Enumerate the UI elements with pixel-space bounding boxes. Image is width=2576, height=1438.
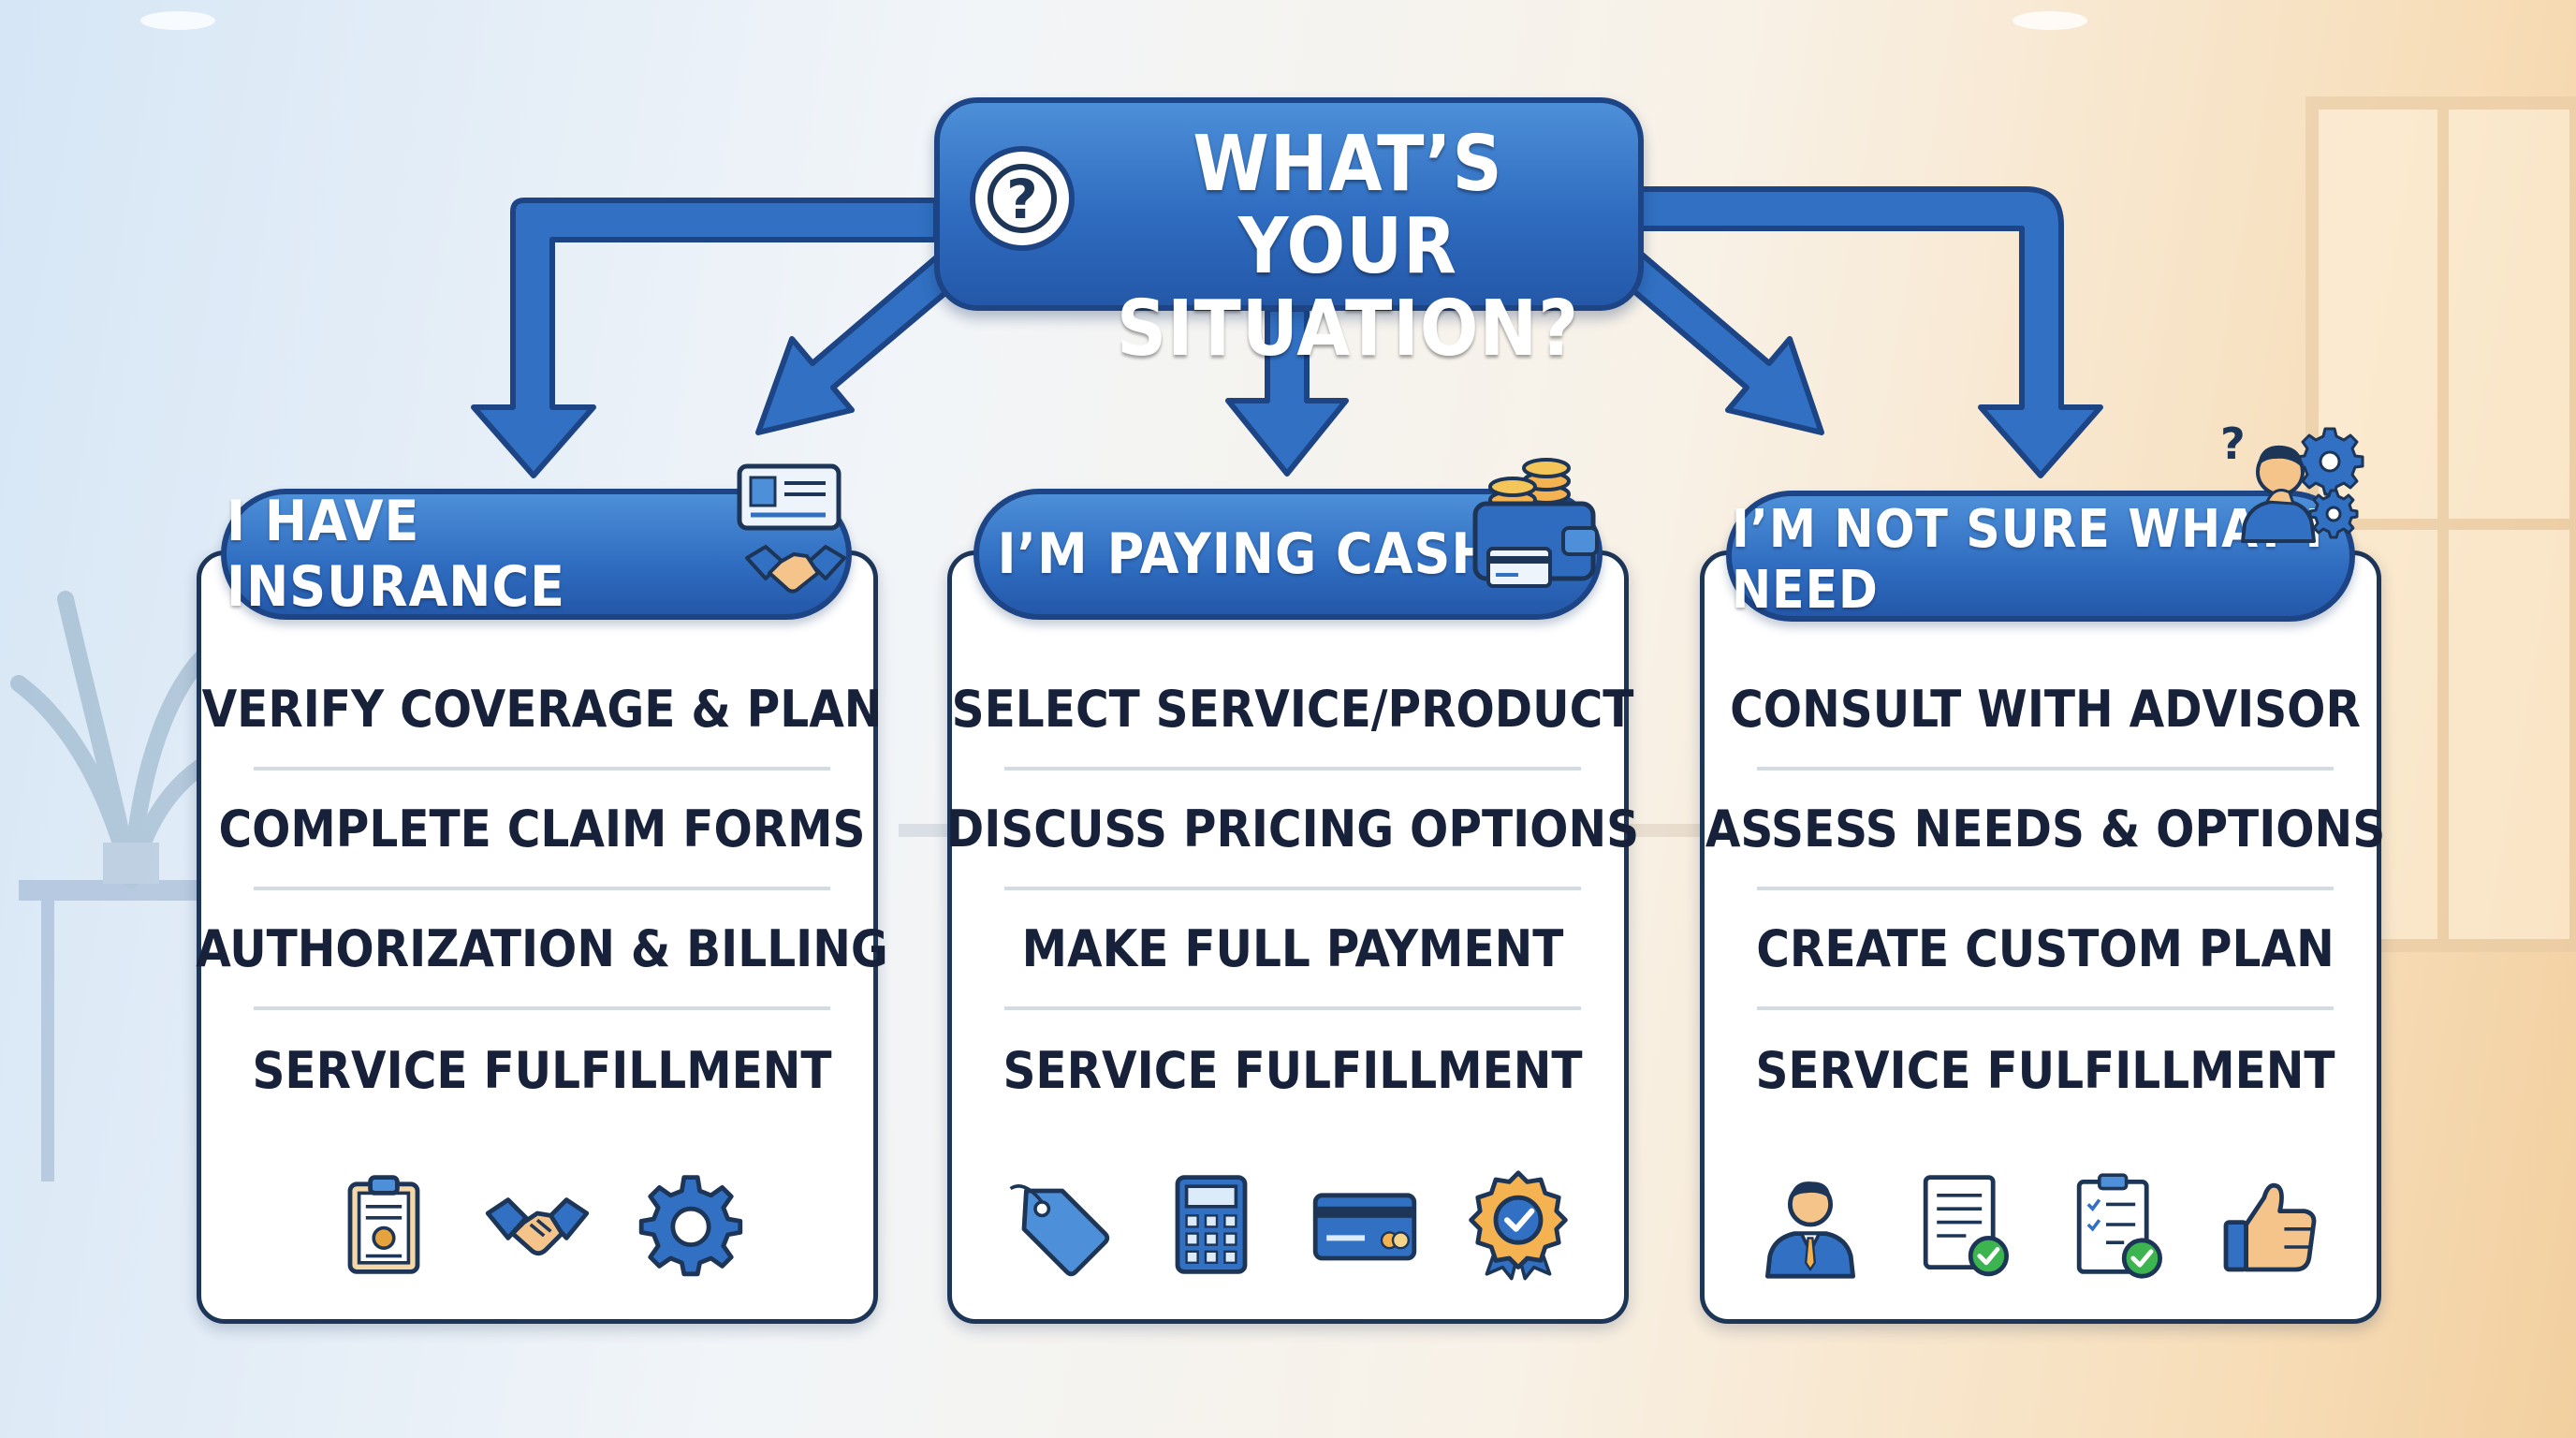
- not-sure-header: I’M NOT SURE WHAT I NEED: [1726, 491, 2355, 622]
- insurance-card-handshake-icon: [737, 463, 846, 594]
- not-sure-steps: CONSULT WITH ADVISOR ASSESS NEEDS & OPTI…: [1705, 651, 2385, 1130]
- award-badge-icon: [1469, 1170, 1568, 1281]
- step-assess-needs: ASSESS NEEDS & OPTIONS: [1705, 770, 2385, 890]
- step-verify-coverage: VERIFY COVERAGE & PLAN: [202, 651, 882, 770]
- advisor-icon: [1765, 1181, 1855, 1279]
- step-make-full-payment: MAKE FULL PAYMENT: [1004, 890, 1581, 1010]
- step-service-fulfillment: SERVICE FULFILLMENT: [252, 1040, 832, 1100]
- step-select-service: SELECT SERVICE/PRODUCT: [952, 651, 1633, 770]
- step-complete-claim-forms: COMPLETE CLAIM FORMS: [218, 770, 866, 890]
- step-service-fulfillment: SERVICE FULFILLMENT: [1755, 1040, 2335, 1100]
- wallet-coins-icon: [1472, 458, 1599, 588]
- document-check-icon: [1923, 1175, 2009, 1277]
- svg-text:?: ?: [1006, 168, 1038, 231]
- card-not-sure: CONSULT WITH ADVISOR ASSESS NEEDS & OPTI…: [1700, 550, 2385, 1324]
- checklist-icon: [2076, 1173, 2162, 1279]
- not-sure-title: I’M NOT SURE WHAT I NEED: [1732, 499, 2324, 621]
- credit-card-icon: [1312, 1193, 1417, 1261]
- price-tag-icon: [1009, 1184, 1110, 1277]
- step-authorization-billing: AUTHORIZATION & BILLING: [196, 890, 888, 1010]
- calculator-icon: [1175, 1175, 1248, 1274]
- svg-text:?: ?: [2220, 418, 2246, 469]
- arrow-to-insurance-outer: [471, 198, 939, 478]
- insurance-steps: VERIFY COVERAGE & PLAN COMPLETE CLAIM FO…: [196, 651, 888, 1130]
- thinking-person-gears-icon: ?: [2220, 418, 2364, 543]
- step-discuss-pricing: DISCUSS PRICING OPTIONS: [946, 770, 1639, 890]
- insurance-title: I HAVE INSURANCE: [227, 489, 565, 620]
- question-icon: ?: [970, 146, 1075, 251]
- cash-icon-row: [952, 1164, 1624, 1285]
- arrow-to-not-sure-diagonal: [1615, 250, 1824, 435]
- handshake-icon: [485, 1197, 590, 1256]
- card-insurance: VERIFY COVERAGE & PLAN COMPLETE CLAIM FO…: [196, 550, 888, 1324]
- arrow-to-not-sure-outer: [1637, 186, 2103, 478]
- thumbs-up-icon: [2223, 1182, 2317, 1272]
- cash-title: I’M PAYING CASH: [997, 521, 1495, 587]
- step-service-fulfillment: SERVICE FULFILLMENT: [1003, 1040, 1583, 1100]
- gear-icon: [638, 1175, 743, 1277]
- card-cash: SELECT SERVICE/PRODUCT DISCUSS PRICING O…: [946, 550, 1639, 1324]
- step-consult-advisor: CONSULT WITH ADVISOR: [1730, 651, 2361, 770]
- cash-steps: SELECT SERVICE/PRODUCT DISCUSS PRICING O…: [946, 651, 1639, 1130]
- step-create-custom-plan: CREATE CUSTOM PLAN: [1756, 890, 2334, 1010]
- arrow-to-insurance-diagonal: [755, 250, 967, 435]
- clipboard-certificate-icon: [347, 1175, 420, 1274]
- arrow-to-cash: [1225, 306, 1349, 477]
- insurance-icon-row: [201, 1164, 873, 1285]
- not-sure-icon-row: [1705, 1164, 2377, 1285]
